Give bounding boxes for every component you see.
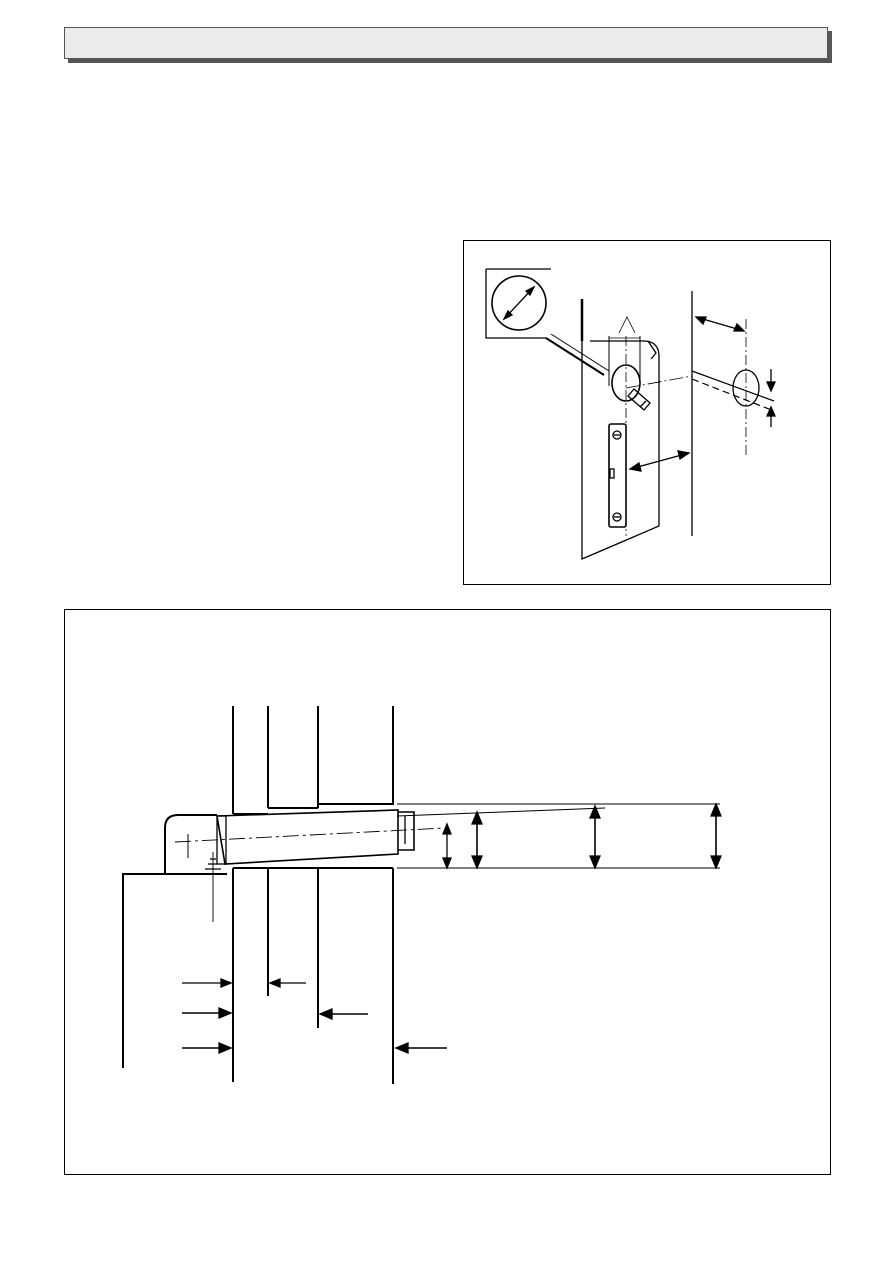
dimension-arrow-2 <box>471 810 483 870</box>
wall-thickness-arrow-4 <box>318 1008 368 1020</box>
flue-duct <box>216 809 399 865</box>
wall-template-drawing <box>485 268 777 560</box>
dimension-arrow-4 <box>710 802 722 870</box>
wall-thickness-arrow-6 <box>394 1042 447 1054</box>
wall-thickness-arrow-3 <box>182 1007 233 1019</box>
flue-section-drawing <box>122 706 722 1084</box>
wall-thickness-arrow-2 <box>268 978 306 988</box>
drill-bit <box>627 388 651 411</box>
flue-terminal <box>398 811 415 851</box>
latch-plate <box>608 423 627 528</box>
page-header-bar <box>64 27 828 59</box>
template-sheet <box>581 299 660 560</box>
wall-thickness-arrow-5 <box>182 1042 233 1054</box>
hole-diameter-circle <box>491 275 547 331</box>
dimension-arrow-1 <box>442 822 452 870</box>
template-hole <box>611 364 641 402</box>
flue-centreline <box>174 827 446 843</box>
dimension-arrow-3 <box>589 804 601 870</box>
leader-line-1 <box>545 337 605 376</box>
dimension-a-marker <box>618 316 636 334</box>
fixing-screw <box>205 858 221 870</box>
figure-flue-section <box>64 609 831 1175</box>
wall-thickness-arrow-1 <box>182 978 233 988</box>
boiler-casing <box>122 814 217 1068</box>
figure-wall-template <box>463 240 831 585</box>
inset-frame <box>485 268 551 339</box>
